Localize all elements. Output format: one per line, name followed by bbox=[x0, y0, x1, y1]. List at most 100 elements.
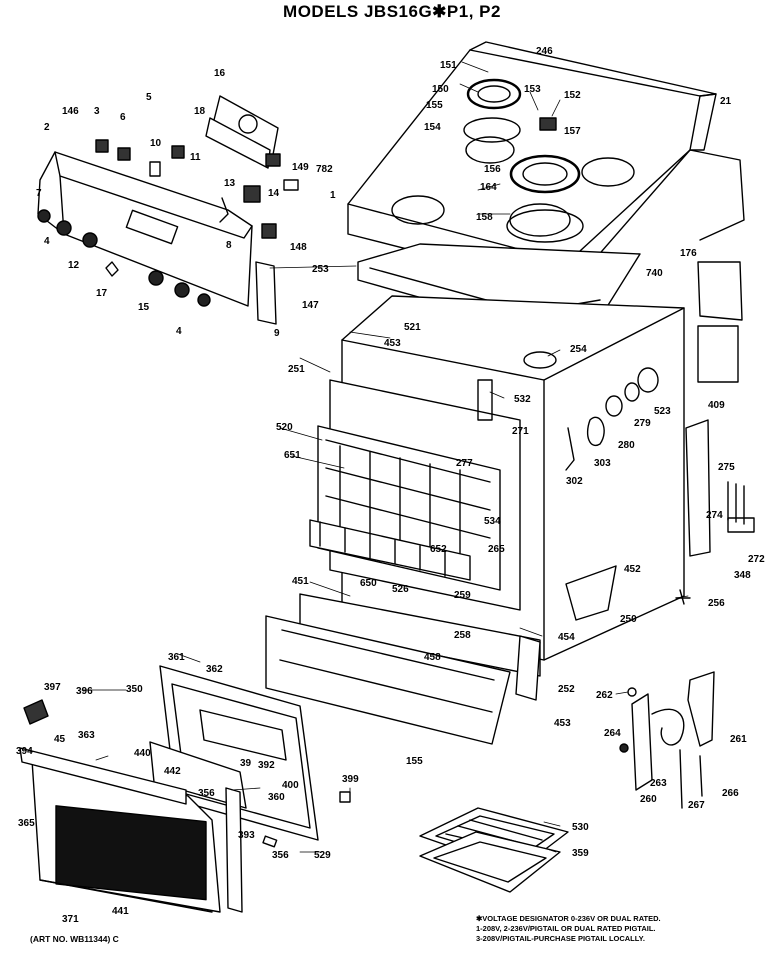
storage-drawer-drawing bbox=[265, 593, 541, 745]
part-label-453: 453 bbox=[384, 338, 401, 349]
part-label-451: 451 bbox=[292, 576, 309, 587]
part-label-16: 16 bbox=[214, 68, 226, 79]
part-label-650: 650 bbox=[360, 578, 377, 589]
part-label-400: 400 bbox=[282, 780, 299, 791]
part-label-532: 532 bbox=[514, 394, 531, 405]
oven-door-drawing bbox=[19, 665, 351, 913]
part-label-302: 302 bbox=[566, 476, 583, 487]
part-label-253: 253 bbox=[312, 264, 329, 275]
part-label-12: 12 bbox=[68, 260, 80, 271]
footnote-line: 3-208V/PIGTAIL-PURCHASE PIGTAIL LOCALLY. bbox=[476, 934, 645, 943]
part-label-14: 14 bbox=[268, 188, 280, 199]
part-label-457: 155 bbox=[406, 756, 423, 767]
part-label-392: 392 bbox=[258, 760, 275, 771]
part-label-740: 740 bbox=[646, 268, 663, 279]
part-label-356: 356 bbox=[272, 850, 289, 861]
part-label-271: 271 bbox=[512, 426, 529, 437]
part-label-7: 7 bbox=[36, 188, 42, 199]
part-label-258: 258 bbox=[454, 630, 471, 641]
part-label-39: 39 bbox=[240, 758, 252, 769]
part-label-651: 651 bbox=[284, 450, 301, 461]
part-label-453b: 453 bbox=[554, 718, 571, 729]
part-labels: 151 246 150 153 152 155 157 154 156 164 … bbox=[16, 46, 765, 925]
part-label-158: 158 bbox=[476, 212, 493, 223]
part-label-18: 18 bbox=[194, 106, 206, 117]
part-label-440: 440 bbox=[134, 748, 151, 759]
part-label-250: 250 bbox=[620, 614, 637, 625]
part-label-523: 523 bbox=[654, 406, 671, 417]
part-label-394: 394 bbox=[16, 746, 33, 757]
part-label-272: 272 bbox=[748, 554, 765, 565]
part-label-397: 397 bbox=[44, 682, 61, 693]
part-label-264: 264 bbox=[604, 728, 621, 739]
part-label-154: 154 bbox=[424, 122, 441, 133]
part-label-9: 9 bbox=[274, 328, 280, 339]
part-label-6: 6 bbox=[120, 112, 126, 123]
part-label-176: 176 bbox=[680, 248, 697, 259]
part-label-396: 396 bbox=[76, 686, 93, 697]
part-label-359: 371 bbox=[62, 914, 79, 925]
part-label-148: 148 bbox=[290, 242, 307, 253]
part-label-1: 1 bbox=[330, 190, 336, 201]
part-label-265: 265 bbox=[488, 544, 505, 555]
part-label-4b: 4 bbox=[176, 326, 182, 337]
part-label-393: 393 bbox=[238, 830, 255, 841]
part-label-147: 147 bbox=[302, 300, 319, 311]
part-label-521: 521 bbox=[404, 322, 421, 333]
part-label-259: 259 bbox=[454, 590, 471, 601]
part-label-146: 146 bbox=[62, 106, 79, 117]
part-label-361: 361 bbox=[168, 652, 185, 663]
part-label-156: 156 bbox=[484, 164, 501, 175]
part-label-252: 252 bbox=[558, 684, 575, 695]
part-label-152: 152 bbox=[564, 90, 581, 101]
part-label-452: 452 bbox=[624, 564, 641, 575]
part-label-45: 45 bbox=[54, 734, 66, 745]
part-label-362: 362 bbox=[206, 664, 223, 675]
part-label-261: 261 bbox=[730, 734, 747, 745]
part-label-155: 155 bbox=[426, 100, 443, 111]
broiler-pan-drawing bbox=[419, 671, 715, 893]
part-label-529: 359 bbox=[572, 848, 589, 859]
footnote-line: ✱VOLTAGE DESIGNATOR 0-236V OR DUAL RATED… bbox=[476, 914, 661, 923]
part-label-363: 363 bbox=[78, 730, 95, 741]
part-label-454: 454 bbox=[558, 632, 575, 643]
part-label-530: 530 bbox=[572, 822, 589, 833]
part-label-246: 246 bbox=[536, 46, 553, 57]
part-label-3: 3 bbox=[94, 106, 100, 117]
part-label-267: 267 bbox=[688, 800, 705, 811]
part-label-157: 157 bbox=[564, 126, 581, 137]
part-label-256: 256 bbox=[708, 598, 725, 609]
part-label-266: 266 bbox=[722, 788, 739, 799]
part-label-526: 526 bbox=[392, 584, 409, 595]
part-label-251: 251 bbox=[288, 364, 305, 375]
part-label-520: 520 bbox=[276, 422, 293, 433]
part-label-365: 365 bbox=[18, 818, 35, 829]
part-label-279: 279 bbox=[634, 418, 651, 429]
part-label-371: 441 bbox=[112, 906, 129, 917]
part-label-13: 13 bbox=[224, 178, 236, 189]
part-label-652: 652 bbox=[430, 544, 447, 555]
part-label-153: 153 bbox=[524, 84, 541, 95]
part-label-277: 277 bbox=[456, 458, 473, 469]
control-panel-drawing bbox=[37, 95, 299, 325]
part-label-442: 442 bbox=[164, 766, 181, 777]
art-number: (ART NO. WB11344) C bbox=[30, 934, 119, 944]
part-label-303: 303 bbox=[594, 458, 611, 469]
part-label-458: 458 bbox=[424, 652, 441, 663]
part-label-358: 356 bbox=[198, 788, 215, 799]
diagram-title: MODELS JBS16G✱P1, P2 bbox=[283, 2, 501, 21]
part-label-151: 151 bbox=[440, 60, 457, 71]
cabinet-body-drawing bbox=[309, 261, 755, 661]
part-label-15: 15 bbox=[138, 302, 150, 313]
part-label-11: 11 bbox=[190, 152, 201, 163]
part-label-254: 254 bbox=[570, 344, 587, 355]
part-label-275: 275 bbox=[718, 462, 735, 473]
part-label-348: 348 bbox=[734, 570, 751, 581]
part-label-357: 529 bbox=[314, 850, 331, 861]
part-label-4: 4 bbox=[44, 236, 50, 247]
part-label-399: 399 bbox=[342, 774, 359, 785]
part-label-409: 409 bbox=[708, 400, 725, 411]
part-label-262: 262 bbox=[596, 690, 613, 701]
part-label-263: 263 bbox=[650, 778, 667, 789]
part-label-21: 21 bbox=[720, 96, 732, 107]
